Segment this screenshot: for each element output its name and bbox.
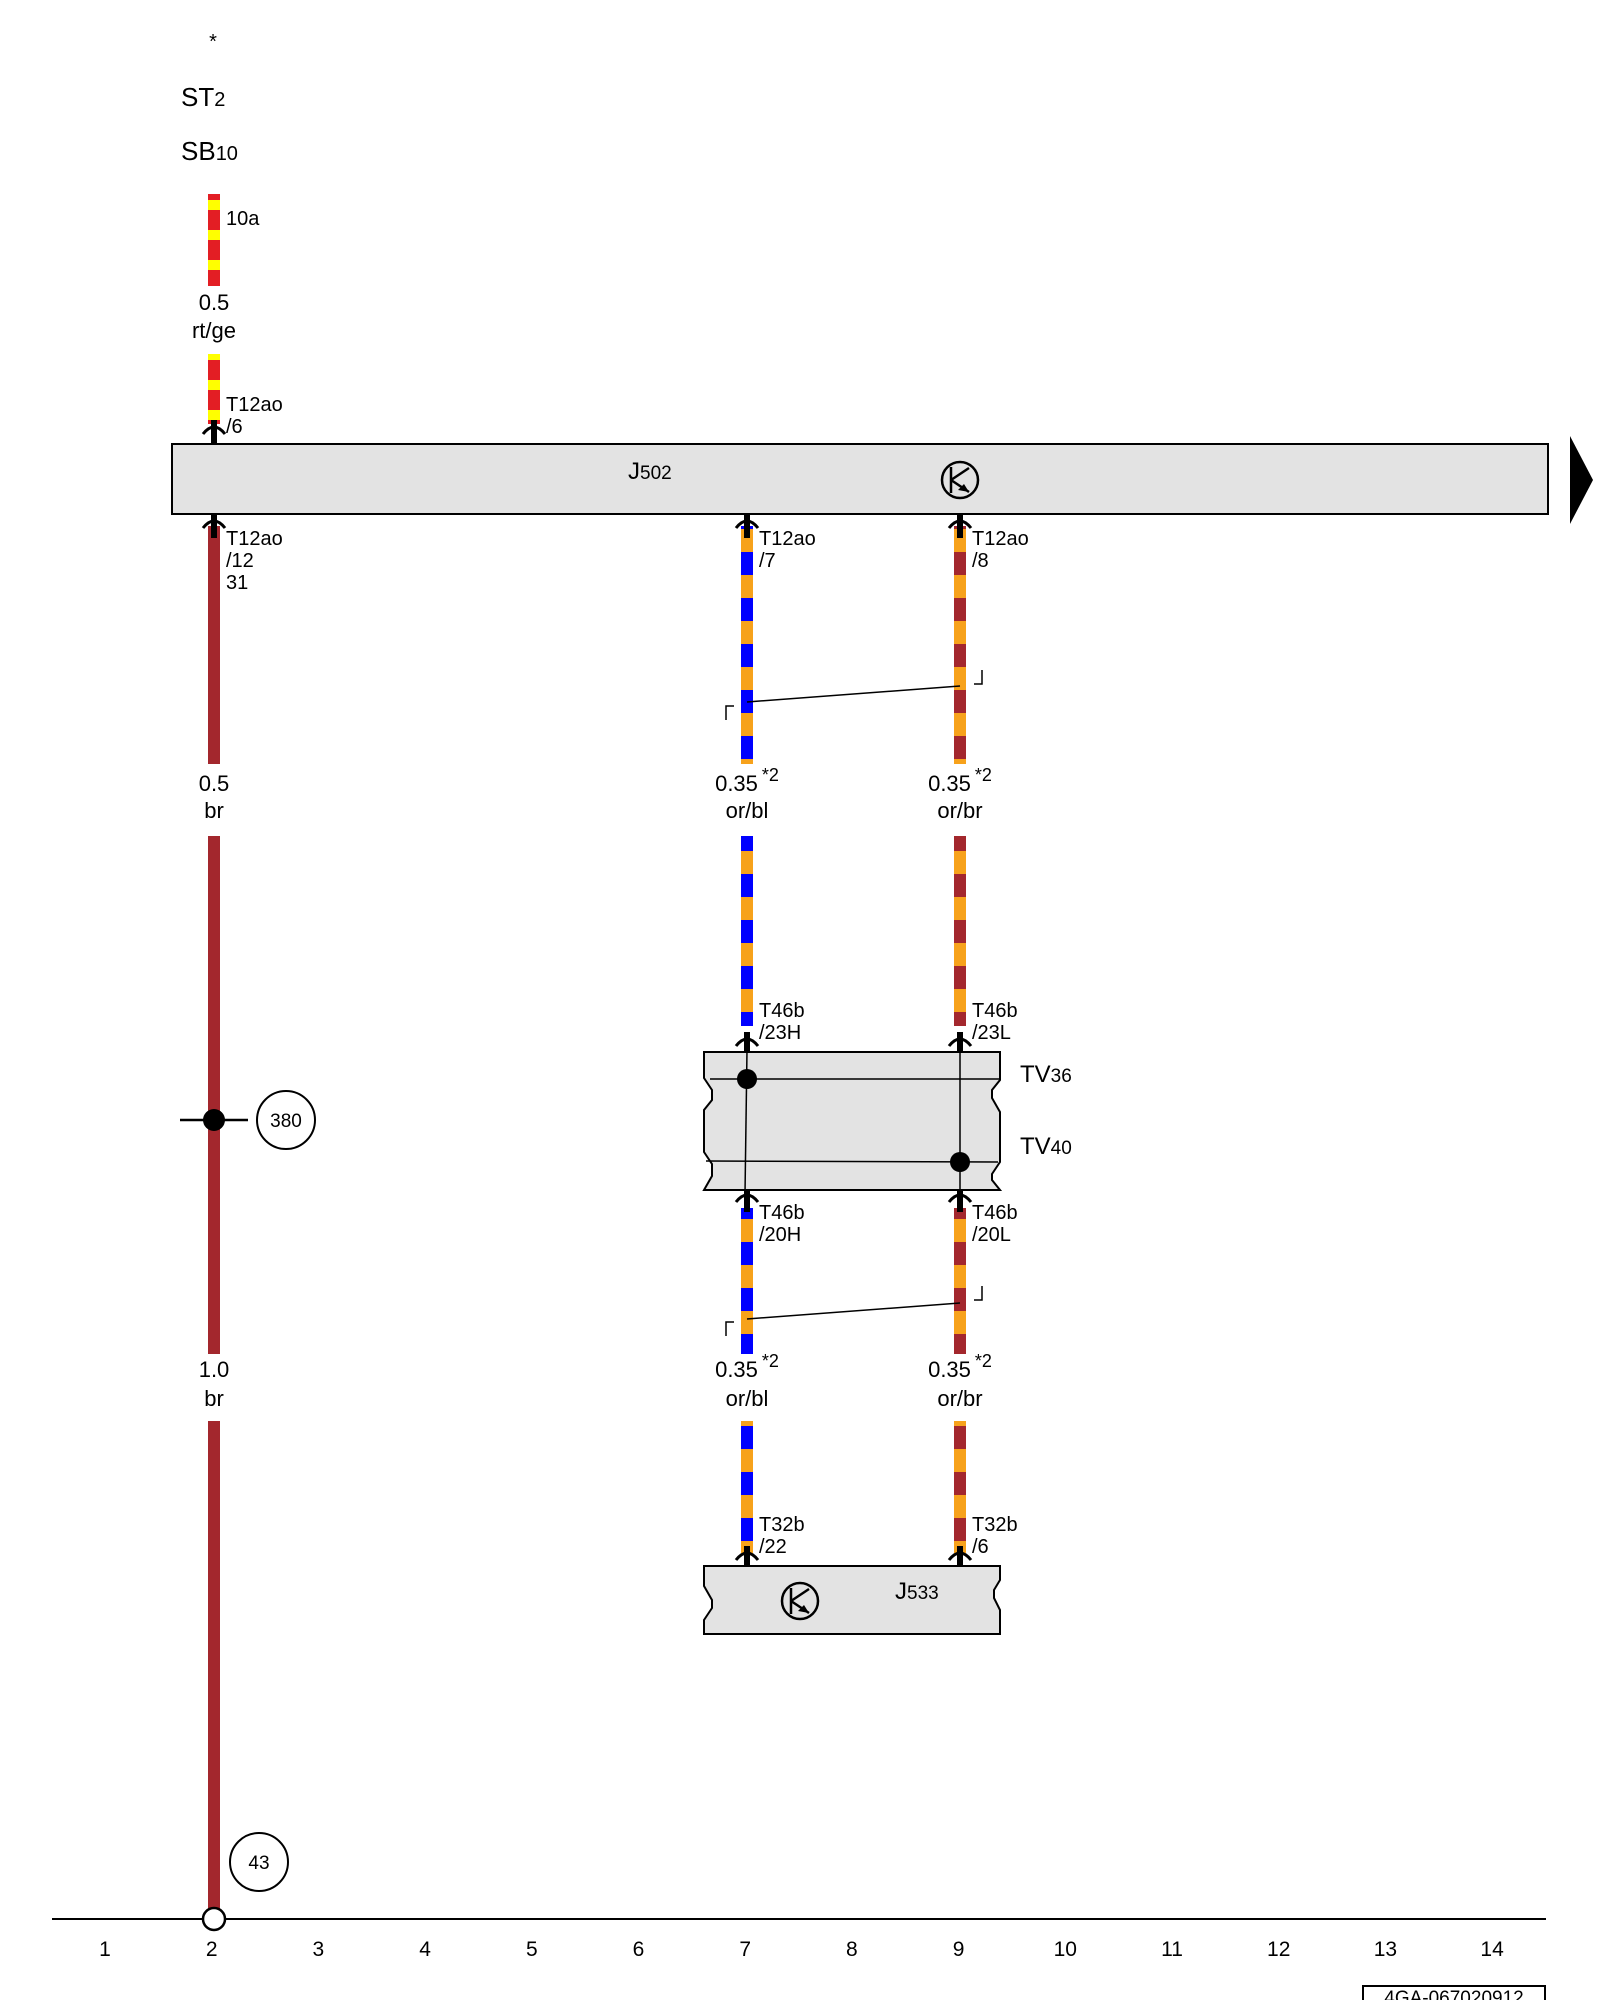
scale-number-13: 13: [1374, 1938, 1397, 1961]
can-l-mid-pin: /23L: [972, 1022, 1011, 1044]
can-h-top-pin: /7: [759, 550, 776, 572]
transistor-icon: [940, 460, 980, 500]
can-l-bottom-pin: /6: [972, 1536, 989, 1558]
wire-or-br-3[interactable]: [954, 1208, 966, 1354]
scale-number-4: 4: [419, 1938, 431, 1961]
wire-br-upper[interactable]: [208, 526, 220, 764]
scale-number-1: 1: [99, 1938, 111, 1961]
continuation-arrow-icon: [1570, 436, 1593, 524]
can-l-upper-color: or/br: [937, 798, 982, 823]
wire-or-br-2[interactable]: [954, 836, 966, 1026]
earth-point-label: 43: [248, 1853, 269, 1874]
ground-terminal-circle: [201, 1906, 227, 1932]
can-h-bottom-connector: T32b: [759, 1514, 805, 1536]
wire-or-br-4[interactable]: [954, 1421, 966, 1553]
can-h-lower-top-pin: /20H: [759, 1224, 801, 1246]
fuse-rating-label: 10a: [226, 208, 260, 230]
tv36-junction-dot[interactable]: [737, 1069, 757, 1089]
scale-number-2: 2: [206, 1938, 218, 1961]
can-h-bottom-pin: /22: [759, 1536, 787, 1558]
j533-label: J533: [895, 1578, 939, 1605]
can-l-lower-color: or/br: [937, 1386, 982, 1411]
j502-control-unit[interactable]: [171, 443, 1549, 515]
footer-code: 4GA-067020912: [1384, 1988, 1523, 2000]
supply-wire-size: 0.5: [199, 290, 230, 315]
can-l-top-pin: /8: [972, 550, 989, 572]
wire-rt-ge-top[interactable]: [208, 194, 220, 286]
can-h-lower-size: 0.35*2: [715, 1351, 779, 1382]
ground-pin-number: /12: [226, 550, 254, 572]
ground-splice-dot[interactable]: [203, 1109, 225, 1131]
scale-number-3: 3: [313, 1938, 325, 1961]
earth-point-circle: [229, 1832, 289, 1892]
can-l-top-connector: T12ao: [972, 528, 1029, 550]
scale-number-14: 14: [1480, 1938, 1504, 1961]
can-l-lower-top-pin: /20L: [972, 1224, 1011, 1246]
wire-rt-ge-bottom[interactable]: [208, 354, 220, 424]
connector-pin-symbols: [201, 425, 973, 1561]
wire-or-br-1[interactable]: [954, 526, 966, 764]
can-h-mid-pin: /23H: [759, 1022, 801, 1044]
can-h-upper-color: or/bl: [726, 798, 769, 823]
twisted-pair-marker-upper: [725, 670, 983, 720]
footer-code-box: [1362, 1985, 1546, 2000]
star-marker: *: [209, 31, 217, 53]
can-h-top-connector: T12ao: [759, 528, 816, 550]
fuse-label: SB10: [181, 136, 238, 166]
scale-number-10: 10: [1054, 1938, 1077, 1961]
wire-br-middle[interactable]: [208, 836, 220, 1354]
scale-number-9: 9: [953, 1938, 965, 1961]
ground-lower-color: br: [204, 1386, 224, 1411]
wire-or-bl-4[interactable]: [741, 1421, 753, 1553]
scale-number-11: 11: [1161, 1938, 1183, 1961]
j533-gateway[interactable]: [703, 1565, 1001, 1635]
supply-pin-connector: T12ao: [226, 394, 283, 416]
connector-pin-stems: [211, 420, 963, 1566]
tv40-junction-dot[interactable]: [950, 1152, 970, 1172]
can-h-lower-color: or/bl: [726, 1386, 769, 1411]
tv40-bus-line: [705, 1160, 999, 1163]
scale-number-8: 8: [846, 1938, 858, 1961]
can-h-upper-size: 0.35*2: [715, 765, 779, 796]
terminal-31-label: 31: [226, 572, 248, 594]
transistor-icon: [780, 1581, 820, 1621]
twisted-pair-marker-lower: [725, 1286, 983, 1336]
can-l-mid-connector: T46b: [972, 1000, 1018, 1022]
supply-pin-number: /6: [226, 416, 243, 438]
ground-upper-color: br: [204, 798, 224, 823]
tv-connector-block[interactable]: [702, 1051, 1003, 1191]
j502-label: J502: [628, 458, 672, 485]
can-h-mid-connector: T46b: [759, 1000, 805, 1022]
ground-pin-connector: T12ao: [226, 528, 283, 550]
scale-number-5: 5: [526, 1938, 538, 1961]
wire-br-lower[interactable]: [208, 1421, 220, 1910]
supply-wire-color: rt/ge: [192, 318, 236, 343]
ground-point-circle: [256, 1090, 316, 1150]
scale-number-12: 12: [1267, 1938, 1290, 1961]
ground-point-label: 380: [270, 1111, 302, 1132]
can-l-bottom-connector: T32b: [972, 1514, 1018, 1536]
fuse-holder-label: ST2: [181, 82, 225, 112]
can-l-lower-size: 0.35*2: [928, 1351, 992, 1382]
ground-lower-size: 1.0: [199, 1357, 230, 1382]
scale-number-7: 7: [739, 1938, 751, 1961]
can-l-upper-size: 0.35*2: [928, 765, 992, 796]
can-h-lower-top-connector: T46b: [759, 1202, 805, 1224]
tv36-label: TV36: [1020, 1061, 1072, 1088]
wire-or-bl-3[interactable]: [741, 1208, 753, 1354]
ground-upper-size: 0.5: [199, 771, 230, 796]
wire-or-bl-1[interactable]: [741, 526, 753, 764]
can-l-lower-top-connector: T46b: [972, 1202, 1018, 1224]
wire-or-bl-2[interactable]: [741, 836, 753, 1026]
scale-number-6: 6: [633, 1938, 645, 1961]
tv40-label: TV40: [1020, 1133, 1072, 1160]
